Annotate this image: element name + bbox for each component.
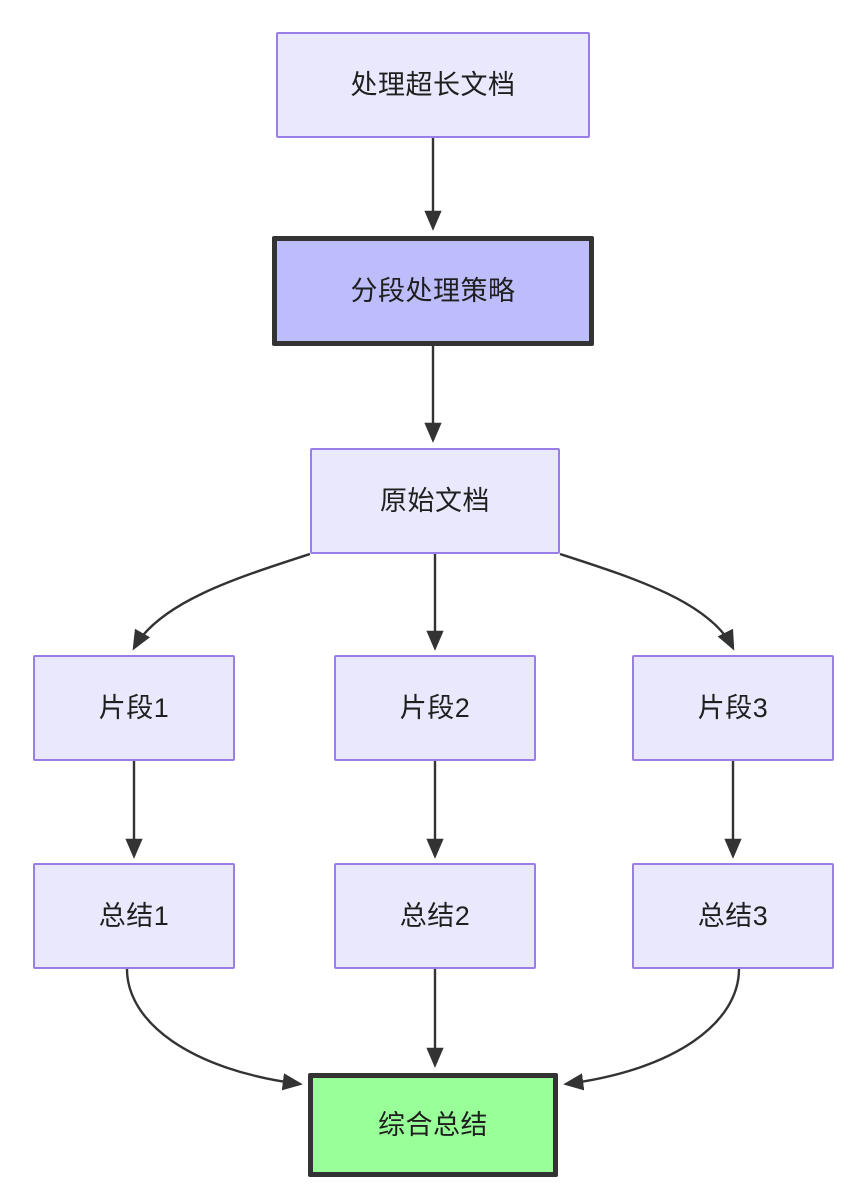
node-chunking-strategy[interactable]: 分段处理策略 <box>272 236 594 346</box>
node-label: 处理超长文档 <box>350 69 516 100</box>
node-label: 总结3 <box>697 900 769 931</box>
node-fragment-3[interactable]: 片段3 <box>632 655 834 761</box>
node-label: 总结1 <box>98 900 170 931</box>
node-label: 片段3 <box>697 692 769 723</box>
node-fragment-2[interactable]: 片段2 <box>334 655 536 761</box>
node-process-long-document[interactable]: 处理超长文档 <box>276 32 590 138</box>
node-summary-1[interactable]: 总结1 <box>33 863 235 969</box>
node-label: 片段1 <box>98 692 170 723</box>
node-label: 总结2 <box>399 900 471 931</box>
node-summary-3[interactable]: 总结3 <box>632 863 834 969</box>
edge-n9-n10 <box>563 968 741 1091</box>
node-label: 原始文档 <box>380 485 490 516</box>
node-final-summary[interactable]: 综合总结 <box>308 1073 558 1177</box>
edge-n3-n6 <box>559 552 735 651</box>
node-label: 片段2 <box>399 692 471 723</box>
edge-n7-n10 <box>125 968 303 1091</box>
node-label: 分段处理策略 <box>350 275 516 306</box>
node-label: 综合总结 <box>378 1109 488 1140</box>
node-original-document[interactable]: 原始文档 <box>310 448 560 554</box>
node-summary-2[interactable]: 总结2 <box>334 863 536 969</box>
edge-n3-n4 <box>132 552 311 651</box>
node-fragment-1[interactable]: 片段1 <box>33 655 235 761</box>
